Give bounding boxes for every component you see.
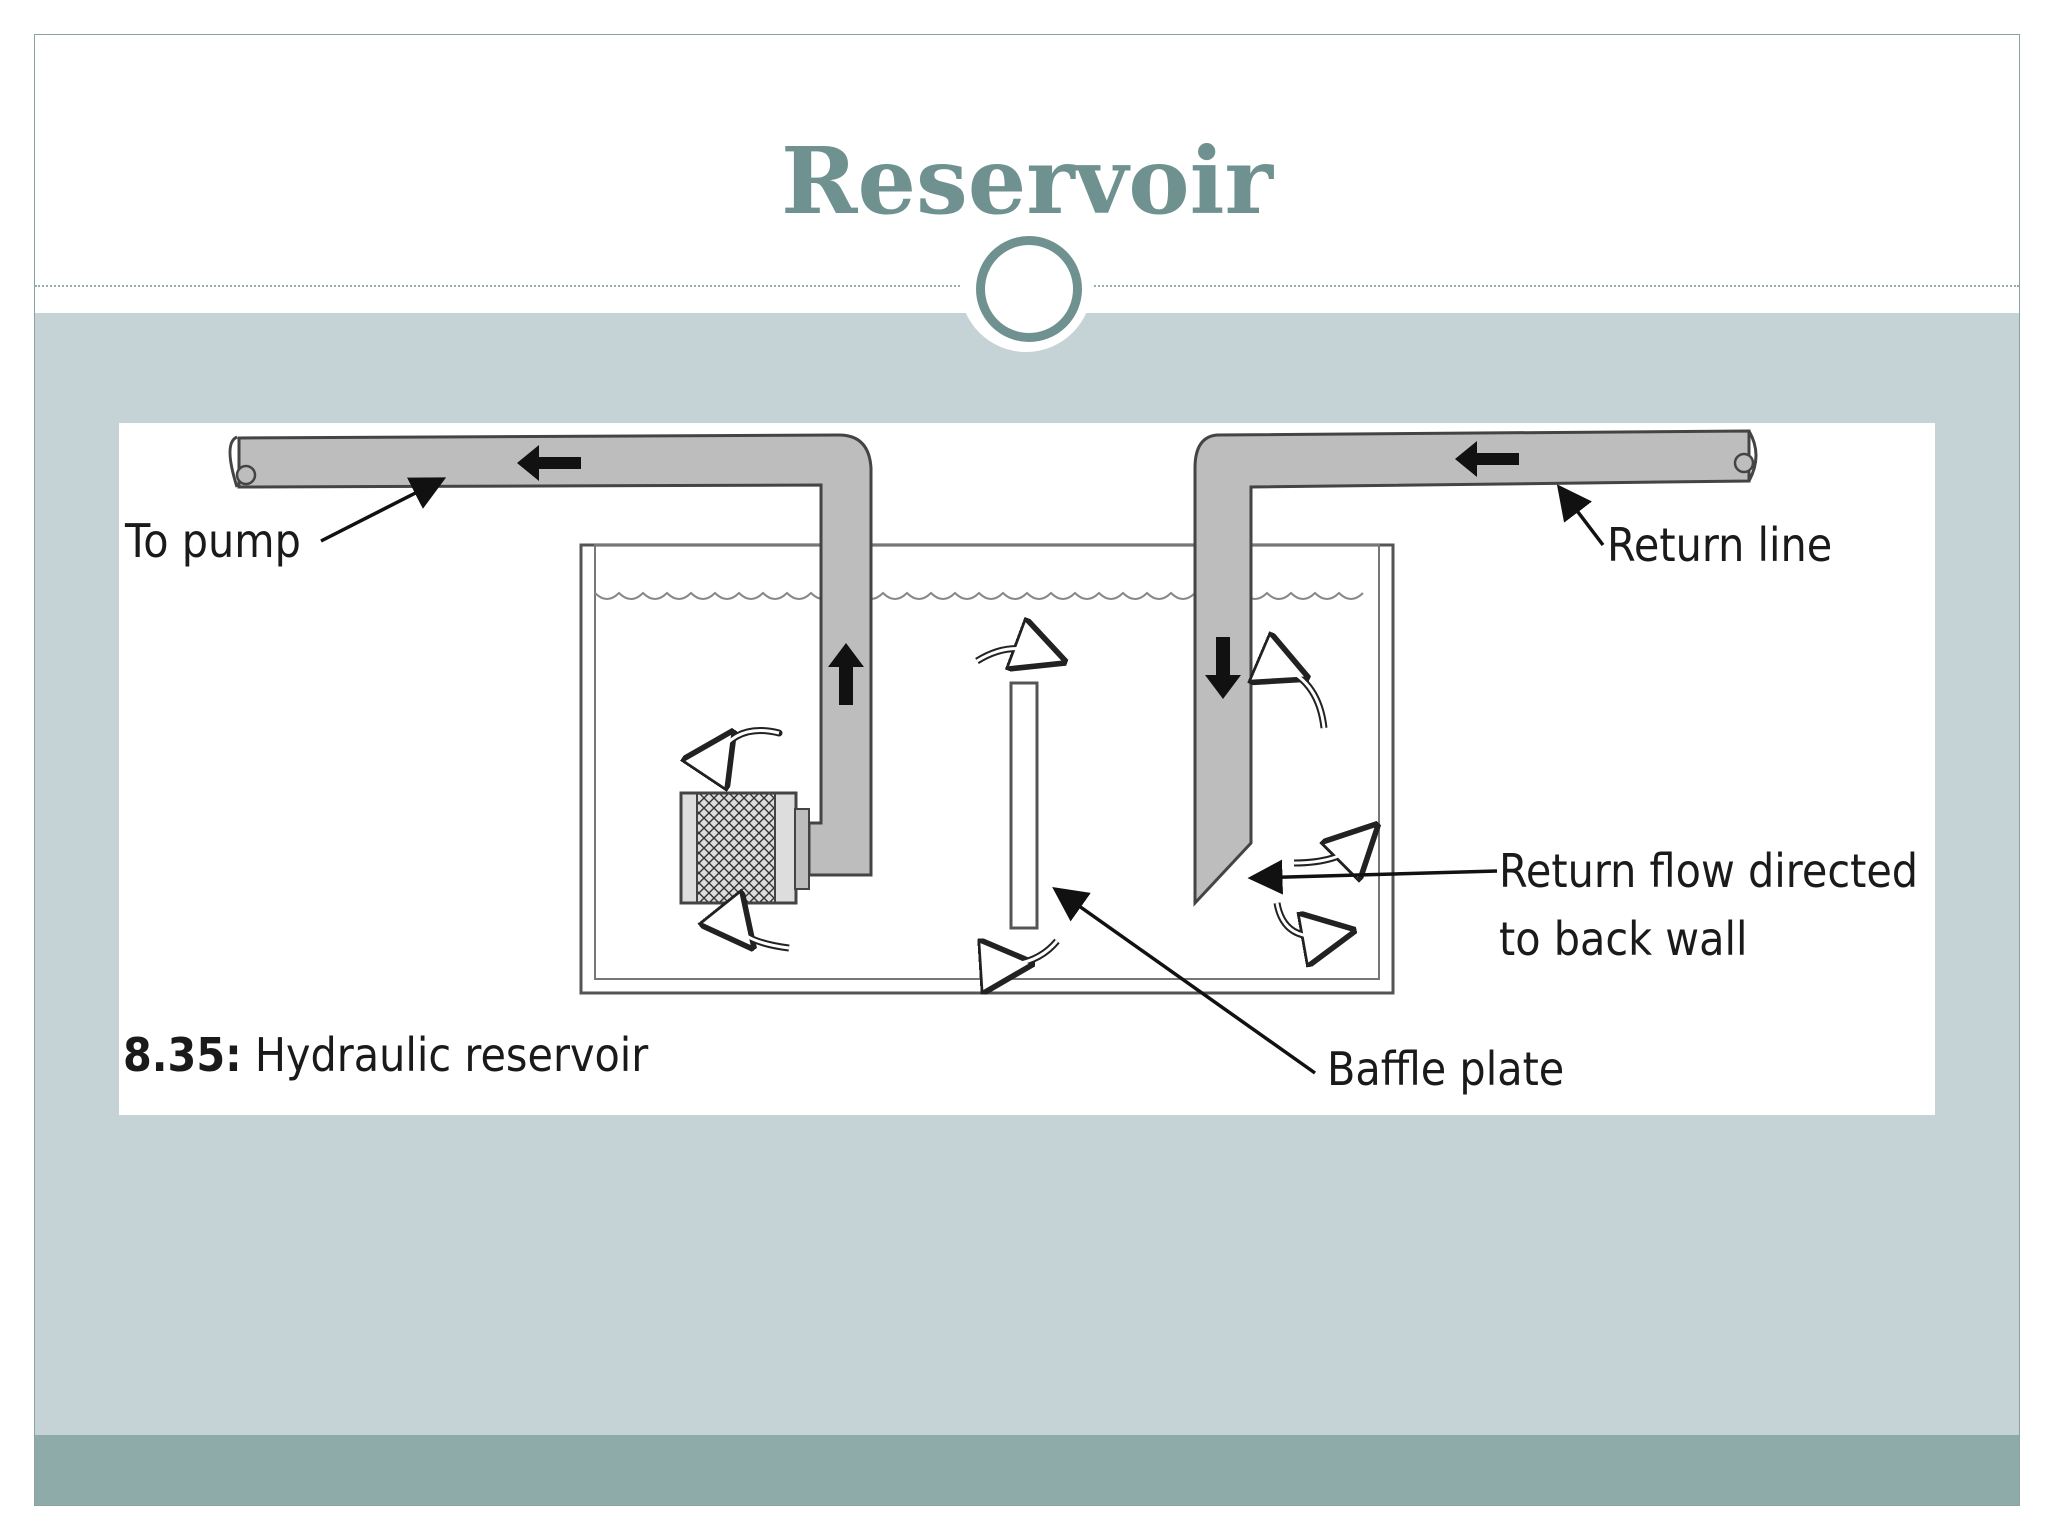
- reservoir-tank: [579, 543, 1395, 995]
- footer-band: [35, 1435, 2019, 1505]
- left-flow-arrow-icon: [517, 445, 581, 481]
- figure-caption-text: Hydraulic reservoir: [241, 1028, 649, 1082]
- left-flow-arrow-icon: [1455, 441, 1519, 477]
- slide-title: Reservoir: [780, 127, 1274, 235]
- figure-caption-number: 8.35:: [123, 1028, 242, 1082]
- return-line-label: Return line: [1607, 518, 1833, 572]
- return-line-leader: [1556, 484, 1605, 547]
- divider-ring-icon: [976, 236, 1082, 342]
- return-flow-leader: [1247, 859, 1498, 895]
- return-flow-label-line2: to back wall: [1499, 912, 1748, 966]
- up-flow-arrow-icon: [828, 643, 864, 705]
- reservoir-figure: To pump Return line Return flow directed…: [119, 423, 1935, 1115]
- strainer: [679, 791, 810, 905]
- baffle-plate-leader: [1052, 886, 1317, 1075]
- figure-caption: 8.35: Hydraulic reservoir: [123, 1027, 648, 1085]
- reservoir-diagram: [228, 429, 1758, 1075]
- pipe-flow-arrows: [517, 441, 1519, 705]
- circulation-arrows: [719, 649, 1359, 966]
- baffle-plate: [1009, 681, 1039, 930]
- slide: Reservoir: [34, 34, 2020, 1506]
- leader-lines: [320, 477, 1605, 1075]
- baffle-plate-label: Baffle plate: [1327, 1042, 1565, 1096]
- to-pump-label: To pump: [125, 514, 301, 568]
- suction-pipe: [228, 433, 873, 877]
- return-pipe: [1193, 429, 1758, 907]
- return-flow-label-line1: Return flow directed: [1499, 844, 1919, 898]
- down-flow-arrow-icon: [1205, 637, 1241, 699]
- to-pump-leader: [320, 477, 447, 543]
